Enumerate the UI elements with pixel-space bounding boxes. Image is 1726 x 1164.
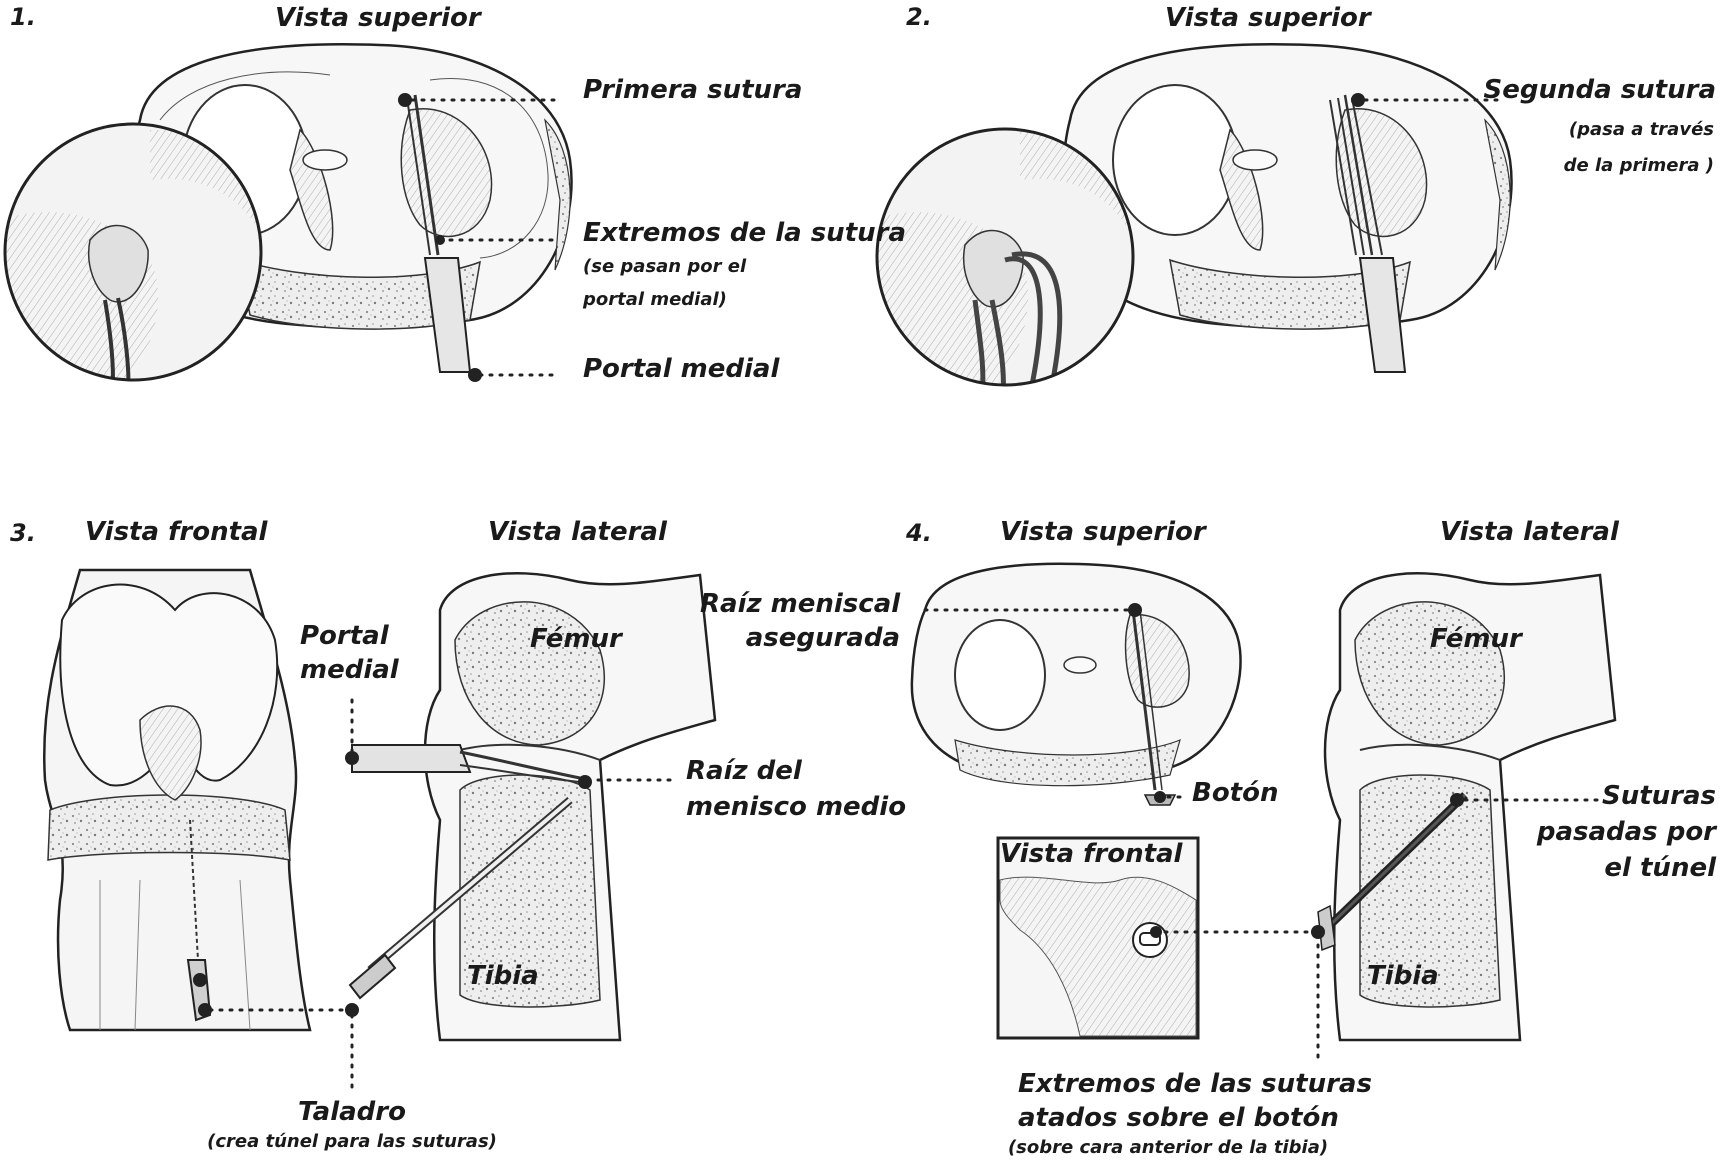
label-boton: Botón (1192, 779, 1278, 809)
label-tibia-p4: Tibia (1367, 962, 1439, 992)
label-taladro-note: (crea túnel para las suturas) (152, 1132, 552, 1153)
label-extremos-suturas-note: (sobre cara anterior de la tibia) (968, 1138, 1368, 1159)
panel4-number: 4. (906, 520, 932, 548)
label-tibia-p3: Tibia (467, 962, 539, 992)
label-extremos-note-2: portal medial) (583, 290, 727, 311)
label-suturas-line3: el túnel (1604, 854, 1716, 884)
label-portal-medial: Portal medial (583, 355, 779, 385)
label-inset-frontal: Vista frontal (1000, 840, 1182, 870)
label-extremos-suturas-line1: Extremos de las suturas (1018, 1070, 1318, 1100)
label-taladro: Taladro (252, 1098, 452, 1128)
label-primera-sutura: Primera sutura (583, 76, 802, 106)
label-suturas-line1: Suturas (1602, 782, 1716, 812)
label-portal-line1: Portal (300, 622, 388, 652)
label-raiz-line2: menisco medio (686, 793, 906, 823)
label-extremos-suturas-line2: atados sobre el botón (1018, 1104, 1318, 1134)
label-segunda-sutura: Segunda sutura (1484, 76, 1717, 106)
label-portal-line2: medial (300, 656, 388, 686)
panel2-number: 2. (906, 4, 932, 32)
panel3-title-frontal: Vista frontal (85, 518, 267, 548)
panel4-title-superior: Vista superior (1000, 518, 1206, 548)
label-raiz-line1: Raíz del (686, 757, 802, 787)
panel4-superior-plateau (912, 564, 1241, 805)
panel3-number: 3. (10, 520, 36, 548)
panel1-number: 1. (10, 4, 36, 32)
label-raiz-meniscal-line1: Raíz meniscal (700, 590, 900, 620)
panel2-plateau (1063, 44, 1511, 372)
label-suturas-line2: pasadas por (1537, 818, 1716, 848)
label-femur-p3: Fémur (530, 625, 622, 655)
label-extremos-note-1: (se pasan por el (583, 257, 746, 278)
label-segunda-note-1: (pasa a través (1569, 120, 1714, 141)
label-raiz-meniscal-line2: asegurada (700, 624, 900, 654)
panel4-title-lateral: Vista lateral (1440, 518, 1619, 548)
panel3-frontal-knee (44, 570, 310, 1030)
panel1-title: Vista superior (275, 4, 481, 34)
panel2-title: Vista superior (1165, 4, 1371, 34)
label-femur-p4: Fémur (1430, 625, 1522, 655)
panel3-title-lateral: Vista lateral (488, 518, 667, 548)
label-extremos-sutura: Extremos de la sutura (583, 219, 906, 249)
label-segunda-note-2: de la primera ) (1564, 156, 1714, 177)
